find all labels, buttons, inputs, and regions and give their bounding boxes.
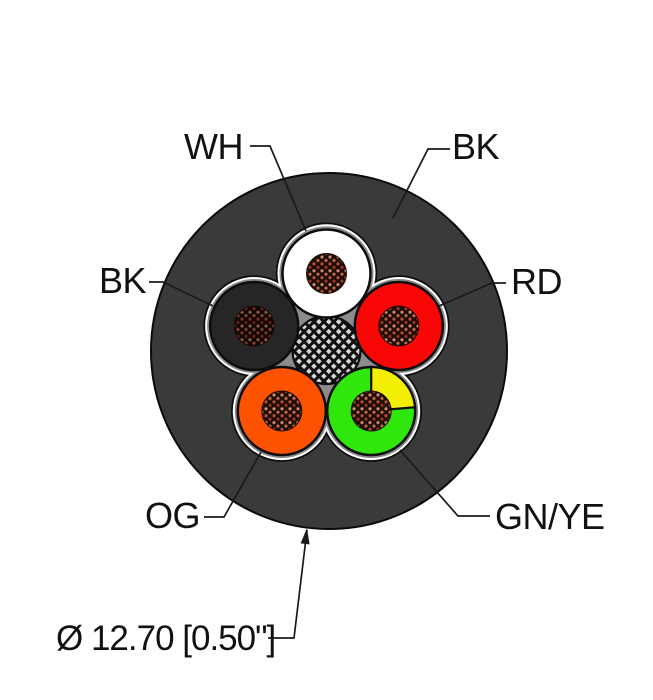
strands-red: [378, 305, 420, 347]
leader-line-rd: [438, 282, 506, 307]
dimension-label: Ø 12.70 [0.50"]: [56, 619, 275, 658]
label-wh: WH: [184, 126, 243, 167]
label-bk-conductor: BK: [99, 260, 147, 301]
strands-white: [306, 253, 347, 294]
leader-line-wh: [250, 145, 307, 232]
leader-line-gnye: [399, 449, 490, 517]
leader-line-bk-jacket: [392, 148, 450, 219]
strands-green-yellow: [350, 390, 392, 432]
strands-black: [233, 305, 275, 347]
dimension-leader-line: [268, 529, 308, 639]
label-gnye: GN/YE: [495, 496, 605, 537]
label-bk-jacket: BK: [452, 126, 500, 167]
label-rd: RD: [511, 261, 562, 302]
copper-strands: [233, 253, 420, 432]
strands-orange: [261, 390, 303, 432]
leader-line-bk-conductor: [149, 281, 214, 307]
leader-line-og: [204, 451, 262, 518]
dimension-arrowhead: [300, 528, 310, 545]
label-og: OG: [145, 495, 200, 536]
